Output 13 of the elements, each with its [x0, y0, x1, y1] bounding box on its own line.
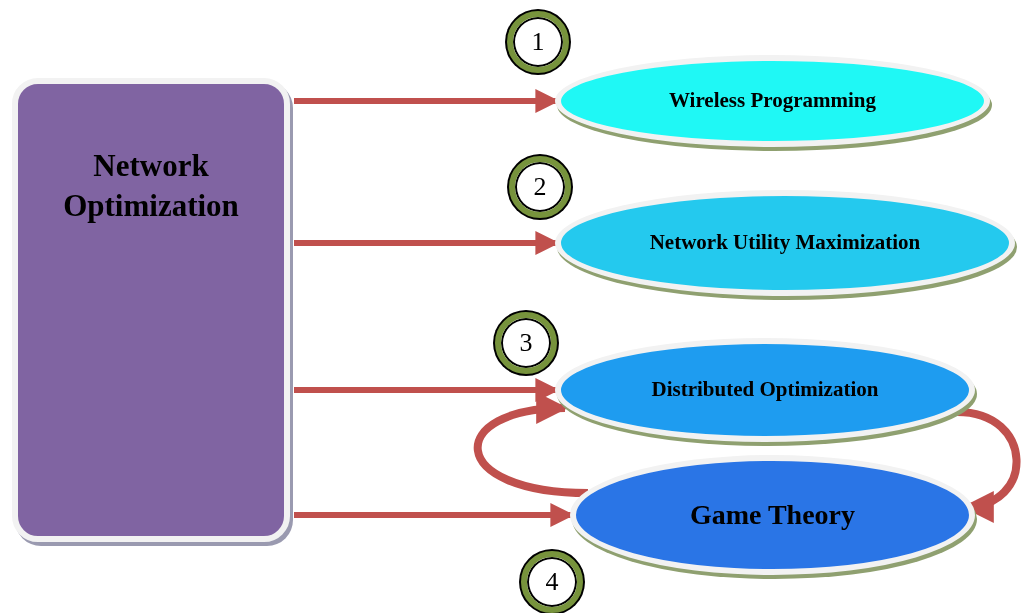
node-label: 3 — [519, 328, 533, 358]
number-badge — [507, 11, 569, 73]
number-badge — [521, 551, 583, 613]
node-label: Network Utility Maximization — [649, 229, 921, 257]
node-label: Network Optimization — [62, 147, 240, 226]
number-badge — [509, 156, 571, 218]
node-label: 1 — [531, 27, 545, 57]
node-label: Distributed Optimization — [651, 376, 879, 404]
node-label: Game Theory — [689, 498, 856, 533]
node-label: 4 — [545, 567, 559, 597]
node-label: Wireless Programming — [668, 87, 877, 115]
number-badge — [495, 312, 557, 374]
node-label: 2 — [533, 172, 547, 202]
